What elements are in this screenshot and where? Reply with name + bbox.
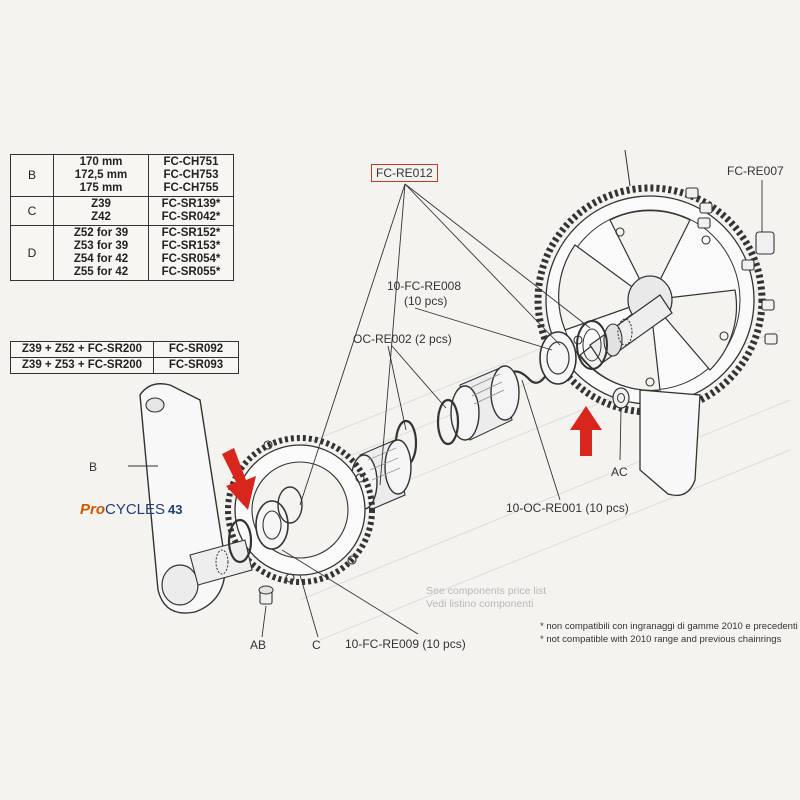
bolt-ac (612, 387, 630, 409)
combo-text: Z39 + Z52 + FC-SR200 (10, 341, 154, 358)
washers-left (227, 486, 303, 564)
parts-code: FC-SR042* (161, 211, 221, 223)
label-see-price-en: See components price list (426, 585, 547, 597)
label-see-price-it: Vedi listino componenti (426, 598, 534, 610)
right-crank-arm (639, 389, 701, 497)
chainring-bolts-right (685, 187, 778, 345)
parts-code: FC-SR139* (161, 198, 221, 210)
label-fc-re007: FC-RE007 (727, 164, 784, 178)
parts-code: FC-SR055* (161, 266, 221, 278)
combo-code: FC-SR092 (153, 341, 239, 358)
left-crank-arm (139, 383, 253, 614)
label-fc-re008-qty: (10 pcs) (404, 294, 448, 308)
parts-size: Z55 for 42 (73, 266, 129, 278)
combo-text: Z39 + Z53 + FC-SR200 (10, 357, 154, 374)
logo-pro: Pro (80, 501, 106, 518)
label-oc-re001: 10-OC-RE001 (10 pcs) (506, 501, 629, 515)
parts-size: 175 mm (79, 182, 123, 194)
red-arrow-right (570, 406, 602, 456)
parts-size: Z52 for 39 (73, 227, 129, 239)
label-ab: AB (250, 638, 267, 652)
leader-lines (128, 180, 763, 638)
parts-code: FC-SR153* (161, 240, 221, 252)
label-c: C (312, 638, 321, 652)
parts-code: FC-CH751 (163, 156, 219, 168)
parts-size: Z42 (91, 211, 111, 223)
bearing-right (539, 331, 577, 385)
bottom-bracket-cup-right (450, 365, 520, 441)
parts-size: 170 mm (79, 156, 123, 168)
note-en: * not compatible with 2010 range and pre… (540, 634, 782, 645)
red-arrows (222, 406, 602, 510)
parts-row-letter: D (10, 225, 54, 281)
logo-number: 43 (168, 502, 183, 517)
label-fc-re012: FC-RE012 (371, 164, 438, 182)
parts-size: 172,5 mm (74, 169, 128, 181)
parts-row-codes: FC-SR139*FC-SR042* (148, 196, 234, 226)
parts-size: Z39 (91, 198, 111, 210)
parts-size: Z53 for 39 (73, 240, 129, 252)
wave-washer-right (576, 320, 608, 370)
parts-code: FC-SR054* (161, 253, 221, 265)
parts-code: FC-CH753 (163, 169, 219, 181)
label-ac: AC (611, 465, 628, 479)
logo-cycles: CYCLES (105, 501, 166, 518)
bolt-ab (258, 585, 274, 605)
note-it: * non compatibili con ingranaggi di gamm… (540, 621, 798, 632)
parts-code: FC-CH755 (163, 182, 219, 194)
label-fc-re009: 10-FC-RE009 (10 pcs) (345, 637, 466, 651)
parts-code: FC-SR152* (161, 227, 221, 239)
red-arrow-left (222, 448, 256, 510)
spindle (589, 294, 673, 364)
label-oc-re002: OC-RE002 (2 pcs) (353, 332, 452, 346)
label-fc-re008: 10-FC-RE008 (387, 279, 462, 293)
parts-row-codes: FC-SR152*FC-SR153*FC-SR054*FC-SR055* (148, 225, 234, 281)
parts-row-letter: C (10, 196, 54, 226)
parts-size: Z54 for 42 (73, 253, 129, 265)
combo-code: FC-SR093 (153, 357, 239, 374)
parts-row-letter: B (10, 154, 54, 197)
label-b: B (89, 460, 98, 474)
